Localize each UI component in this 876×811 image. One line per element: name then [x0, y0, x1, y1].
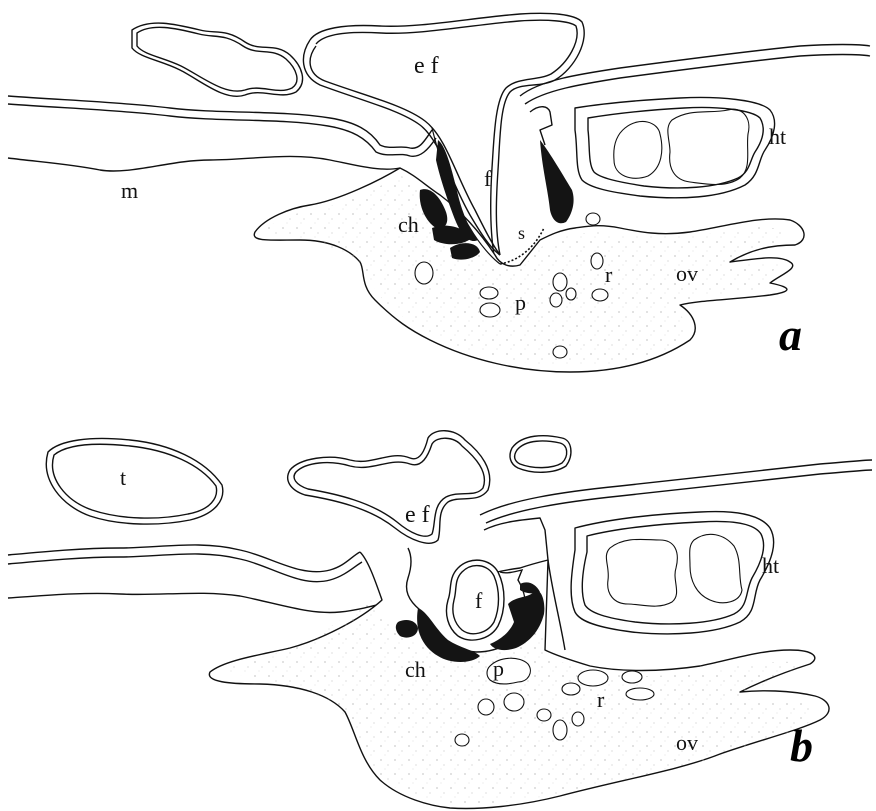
panel-a-letter: a: [779, 312, 802, 358]
panel-a-upper-sac: [132, 23, 303, 96]
label-b-ch: ch: [405, 659, 426, 681]
label-b-ht: ht: [762, 555, 779, 577]
panel-a-right-mantle: [520, 45, 870, 198]
label-a-s: s: [518, 224, 525, 242]
label-b-ov: ov: [676, 732, 698, 754]
panel-b-t-sac: [46, 439, 222, 525]
panel-b-left-layer: [8, 545, 396, 613]
label-a-m: m: [121, 180, 138, 202]
label-b-f: f: [475, 590, 482, 612]
label-b-r: r: [597, 689, 604, 711]
label-b-t: t: [120, 467, 126, 489]
label-a-ch: ch: [398, 214, 419, 236]
label-b-p: p: [493, 658, 504, 680]
label-a-f: f: [484, 168, 491, 190]
panel-b-letter: b: [790, 723, 813, 769]
panel-a-m-layer: [8, 96, 436, 171]
panel-a-stipple: [262, 175, 790, 366]
label-a-ef: e f: [414, 54, 439, 78]
label-a-p: p: [515, 292, 526, 314]
panel-a-ht-chambers: [614, 109, 749, 184]
label-a-ht: ht: [769, 126, 786, 148]
panel-b-ht-chambers: [606, 534, 742, 606]
label-b-ef: e f: [405, 503, 430, 527]
label-a-r: r: [605, 264, 612, 286]
label-a-ov: ov: [676, 263, 698, 285]
